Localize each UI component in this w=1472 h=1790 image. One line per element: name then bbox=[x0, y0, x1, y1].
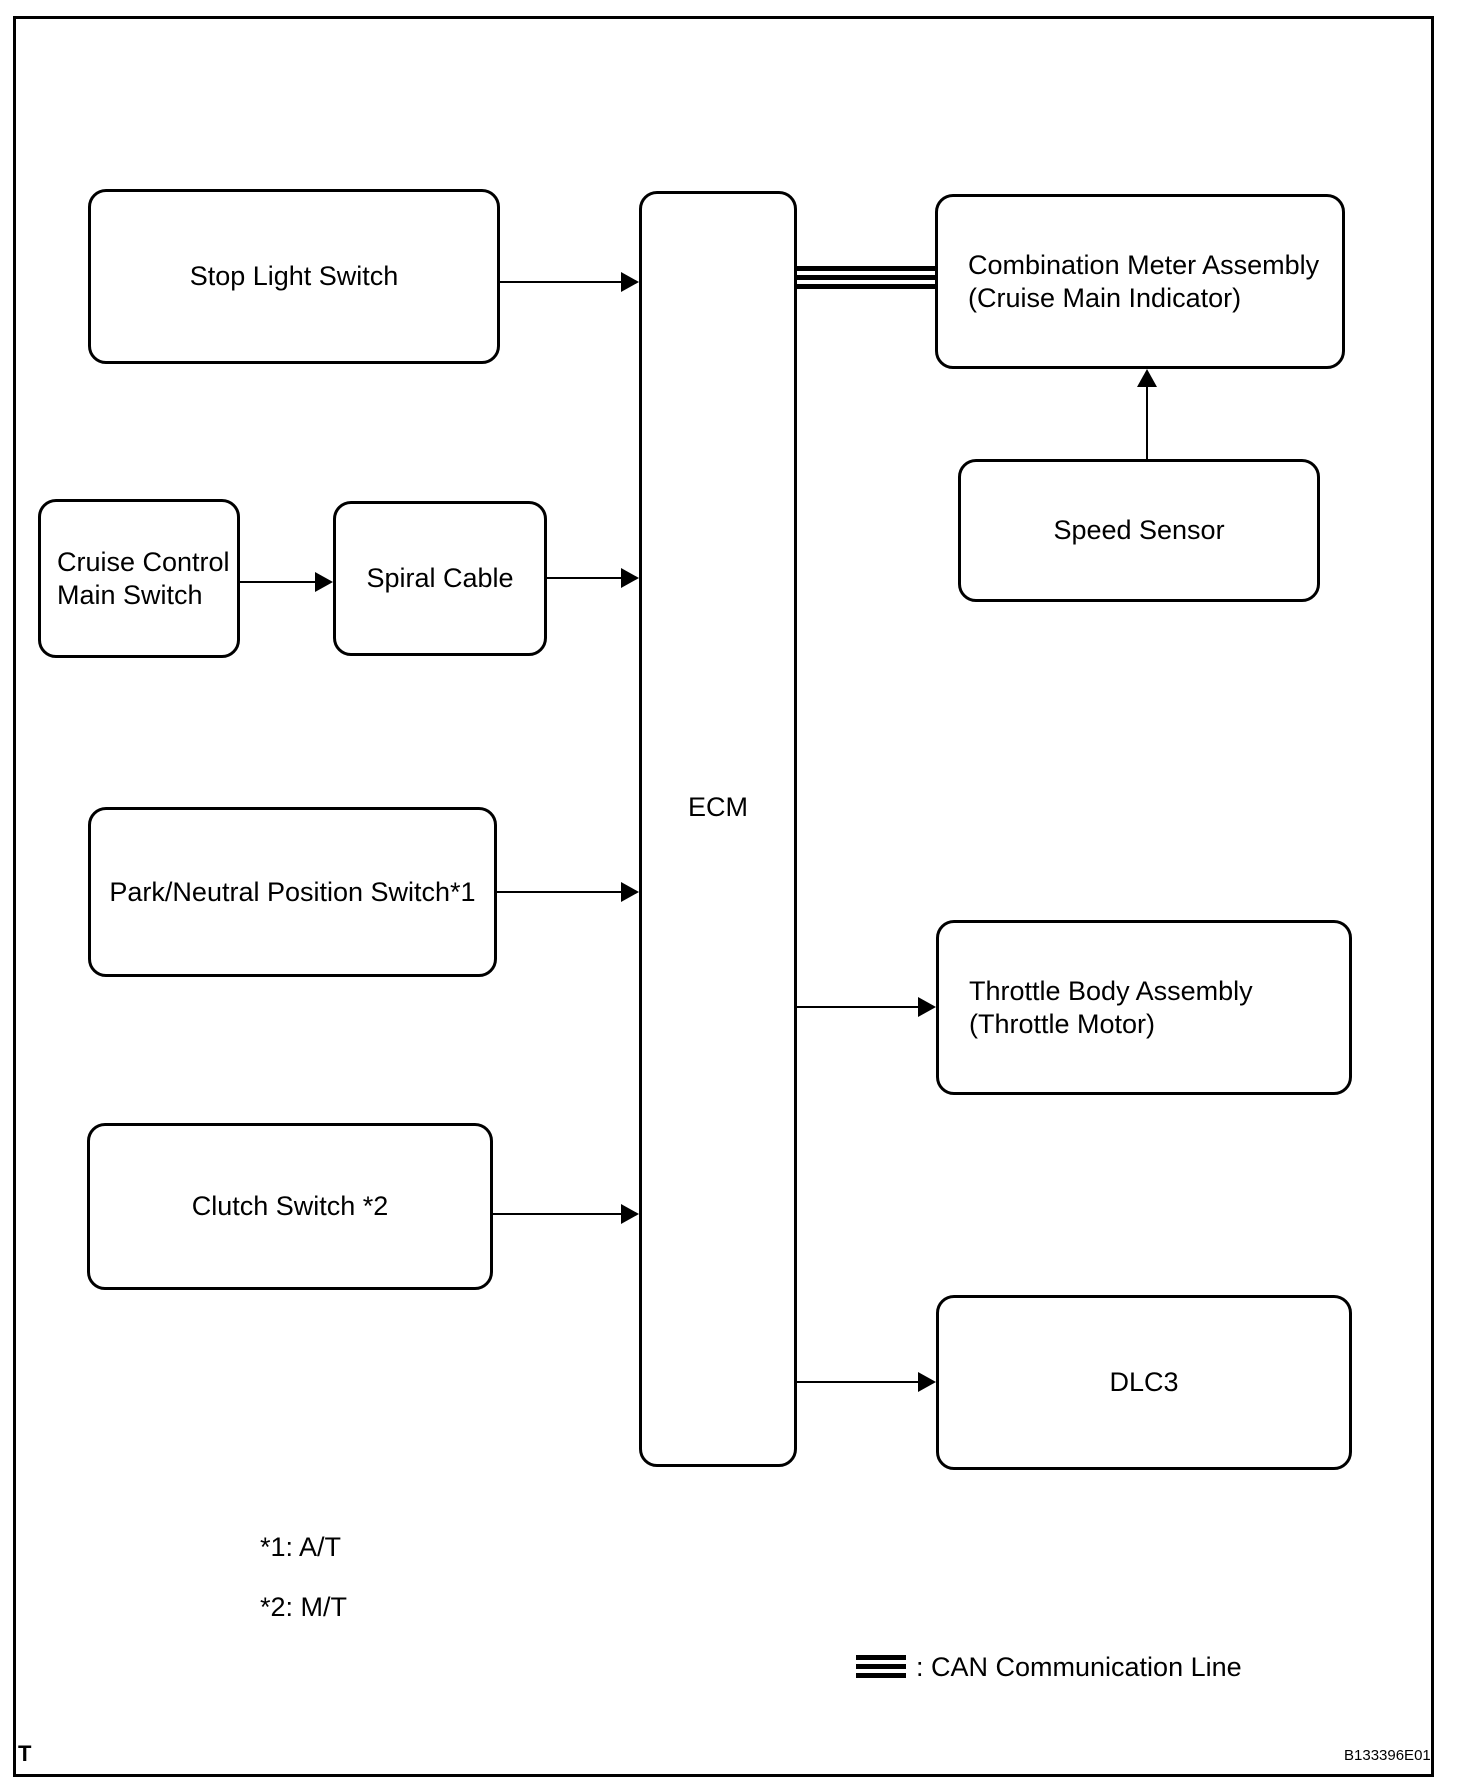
figure-code: B133396E01 bbox=[1344, 1747, 1431, 1764]
node-combination-meter-label-line1: Combination Meter Assembly bbox=[968, 249, 1320, 280]
node-throttle-body-assembly: Throttle Body Assembly (Throttle Motor) bbox=[936, 920, 1352, 1095]
arrow-ecm-to-dlc3-line bbox=[797, 1381, 918, 1383]
node-ecm: ECM bbox=[639, 191, 797, 1467]
can-line-bar bbox=[797, 284, 935, 289]
arrow-clutch-to-ecm-head bbox=[621, 1204, 639, 1224]
arrow-cruise-to-spiral-head bbox=[315, 572, 333, 592]
can-line-bar bbox=[797, 266, 935, 271]
can-line-bar bbox=[856, 1673, 906, 1678]
note-asterisk-1: *1: A/T bbox=[260, 1532, 342, 1562]
node-combination-meter-assembly: Combination Meter Assembly (Cruise Main … bbox=[935, 194, 1345, 369]
note-asterisk-2: *2: M/T bbox=[260, 1592, 348, 1622]
legend-can-line-label: : CAN Communication Line bbox=[916, 1652, 1242, 1682]
arrow-park-neutral-to-ecm-line bbox=[497, 891, 621, 893]
arrow-ecm-to-throttle-line bbox=[797, 1006, 918, 1008]
can-line-bar bbox=[856, 1664, 906, 1669]
node-cruise-control-label-line2: Main Switch bbox=[57, 579, 203, 610]
can-communication-line bbox=[797, 266, 935, 289]
node-combination-meter-label-line2: (Cruise Main Indicator) bbox=[968, 282, 1242, 313]
arrow-park-neutral-to-ecm-head bbox=[621, 882, 639, 902]
node-park-neutral-position-switch: Park/Neutral Position Switch*1 bbox=[88, 807, 497, 977]
node-dlc3: DLC3 bbox=[936, 1295, 1352, 1470]
arrow-spiral-to-ecm-line bbox=[547, 577, 621, 579]
arrow-spiral-to-ecm-head bbox=[621, 568, 639, 588]
node-stop-light-switch: Stop Light Switch bbox=[88, 189, 500, 364]
node-cruise-control-main-switch: Cruise Control Main Switch bbox=[38, 499, 240, 658]
node-throttle-body-label-line1: Throttle Body Assembly bbox=[969, 975, 1253, 1006]
arrow-ecm-to-throttle-head bbox=[918, 997, 936, 1017]
node-spiral-cable-label: Spiral Cable bbox=[366, 563, 514, 593]
arrow-speed-sensor-to-meter-head bbox=[1137, 369, 1157, 387]
node-ecm-label: ECM bbox=[688, 791, 748, 822]
arrow-stop-light-to-ecm-head bbox=[621, 272, 639, 292]
can-line-bar bbox=[856, 1655, 906, 1660]
can-line-bar bbox=[797, 275, 935, 280]
legend-can-line-swatch bbox=[856, 1655, 906, 1678]
node-speed-sensor: Speed Sensor bbox=[958, 459, 1320, 602]
node-dlc3-label: DLC3 bbox=[1109, 1367, 1179, 1397]
arrow-ecm-to-dlc3-head bbox=[918, 1372, 936, 1392]
arrow-stop-light-to-ecm-line bbox=[500, 281, 621, 283]
node-stop-light-switch-label: Stop Light Switch bbox=[189, 261, 399, 291]
arrow-cruise-to-spiral-line bbox=[240, 581, 315, 583]
corner-label-t: T bbox=[18, 1741, 32, 1766]
node-park-neutral-label: Park/Neutral Position Switch*1 bbox=[109, 876, 476, 907]
node-spiral-cable: Spiral Cable bbox=[333, 501, 547, 656]
node-clutch-switch: Clutch Switch *2 bbox=[87, 1123, 493, 1290]
node-speed-sensor-label: Speed Sensor bbox=[1053, 515, 1225, 545]
arrow-speed-sensor-to-meter-line bbox=[1146, 387, 1148, 459]
arrow-clutch-to-ecm-line bbox=[493, 1213, 621, 1215]
node-throttle-body-label-line2: (Throttle Motor) bbox=[969, 1008, 1156, 1039]
node-clutch-switch-label: Clutch Switch *2 bbox=[191, 1191, 389, 1221]
node-cruise-control-label-line1: Cruise Control bbox=[57, 546, 230, 577]
